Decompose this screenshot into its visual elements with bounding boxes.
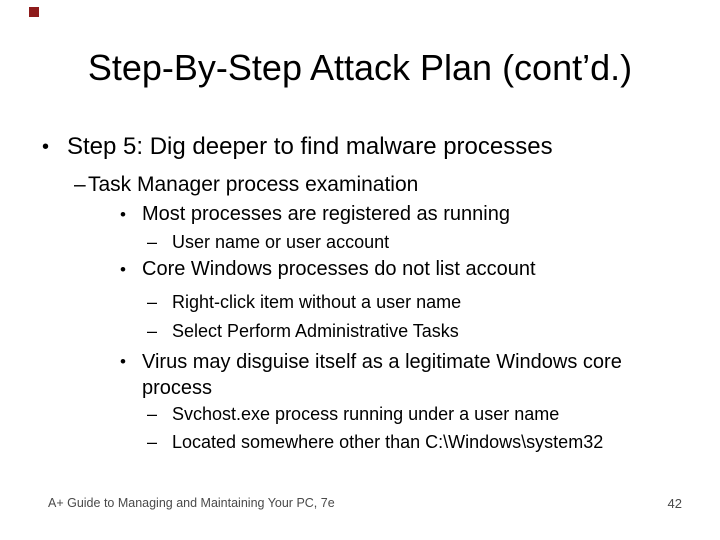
bullet-text: Virus may disguise itself as a legitimat… — [142, 351, 622, 399]
bullet-item-level1: • Step 5: Dig deeper to find malware pro… — [42, 132, 553, 162]
bullet-text: Step 5: Dig deeper to find malware proce… — [67, 133, 553, 160]
bullet-text: Select Perform Administrative Tasks — [172, 321, 459, 341]
bullet-item-level4: – Right-click item without a user name — [147, 291, 461, 314]
bullet-text: User name or user account — [172, 232, 390, 252]
bullet-item-level3: • Virus may disguise itself as a legitim… — [120, 349, 657, 401]
bullet-text: Right-click item without a user name — [172, 292, 462, 312]
slide-title: Step-By-Step Attack Plan (cont’d.) — [87, 47, 633, 88]
bullet-marker: • — [120, 260, 126, 279]
bullet-marker: • — [120, 352, 126, 371]
bullet-marker: • — [42, 136, 50, 158]
bullet-text: Located somewhere other than C:\Windows\… — [172, 432, 604, 452]
bullet-text: Most processes are registered as running — [142, 203, 510, 225]
footer-book-title: A+ Guide to Managing and Maintaining You… — [48, 496, 335, 510]
dash-marker: – — [147, 432, 158, 452]
bullet-text: Core Windows processes do not list accou… — [142, 258, 536, 280]
bullet-item-level4: – Select Perform Administrative Tasks — [147, 320, 459, 343]
bullet-item-level3: • Core Windows processes do not list acc… — [120, 257, 536, 282]
bullet-item-level2: – Task Manager process examination — [74, 172, 418, 198]
bullet-item-level3: • Most processes are registered as runni… — [120, 202, 510, 227]
bullet-item-level4: – User name or user account — [147, 231, 389, 254]
dash-marker: – — [147, 232, 158, 252]
dash-marker: – — [147, 292, 158, 312]
bullet-text: Task Manager process examination — [88, 173, 419, 196]
bullet-text: Svchost.exe process running under a user… — [172, 404, 560, 424]
dash-marker: – — [147, 321, 158, 341]
dash-marker: – — [74, 173, 86, 196]
bullet-item-level4: – Svchost.exe process running under a us… — [147, 403, 559, 426]
dash-marker: – — [147, 404, 158, 424]
footer-page-number: 42 — [667, 496, 682, 511]
bullet-item-level4: – Located somewhere other than C:\Window… — [147, 431, 603, 454]
template-accent-square — [29, 7, 39, 17]
bullet-marker: • — [120, 205, 126, 224]
